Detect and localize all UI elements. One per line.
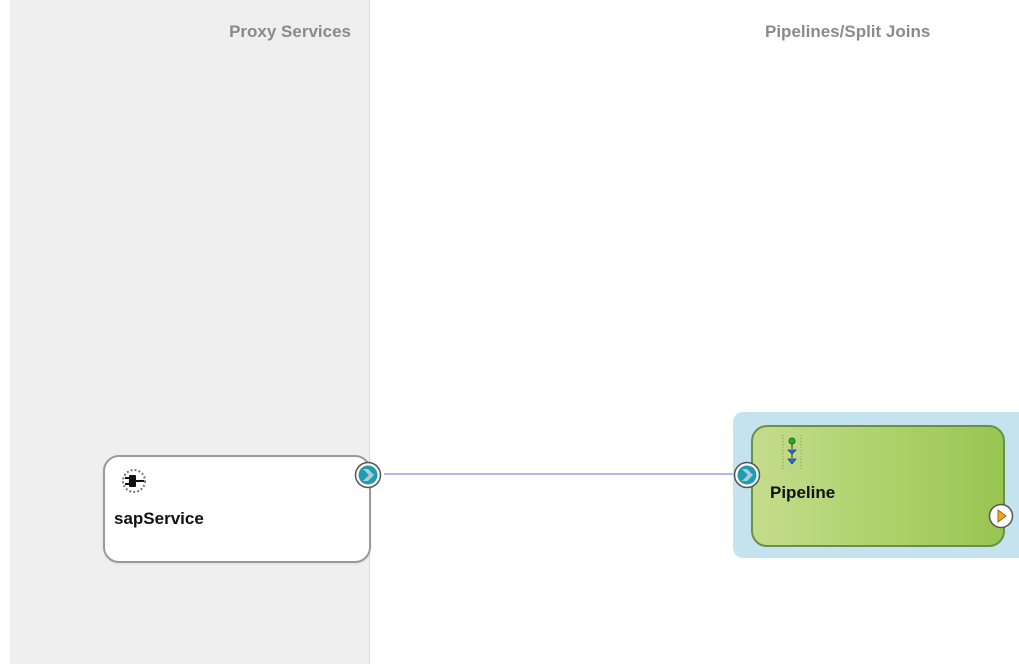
proxy-service-name: sapService — [114, 509, 204, 528]
sap-adapter-plug-icon — [122, 469, 146, 493]
chevron-right-port-icon[interactable] — [354, 461, 382, 489]
pipelines-lane-title: Pipelines/Split Joins — [765, 22, 931, 41]
pipeline-node[interactable] — [751, 425, 1005, 547]
service-pipeline-connector[interactable] — [384, 473, 736, 475]
proxy-service-node[interactable]: sapService — [103, 455, 371, 563]
pipeline-name: Pipeline — [770, 483, 836, 502]
chevron-right-port-icon[interactable] — [733, 461, 761, 489]
proxy-services-lane: Proxy Services — [10, 0, 370, 664]
play-triangle-port-icon[interactable] — [988, 503, 1014, 529]
proxy-services-lane-title: Proxy Services — [229, 22, 351, 41]
message-flow-icon — [782, 435, 802, 469]
